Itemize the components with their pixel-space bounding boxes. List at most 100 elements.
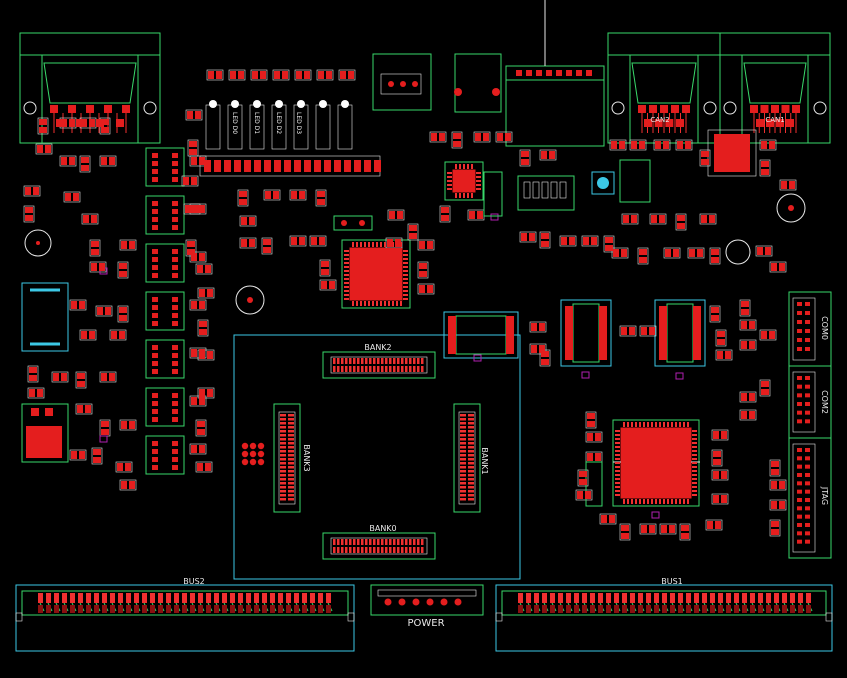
pad [172,225,178,230]
ball [349,547,352,553]
pad [673,249,679,257]
ball [397,366,400,372]
ball [413,358,416,364]
pad [701,215,707,223]
bank0-connector [322,532,436,560]
pad [781,181,787,189]
pad [31,408,39,416]
bus-pin [294,605,299,613]
header-pin [805,489,810,494]
pad [711,249,719,255]
db9-can1 [719,32,831,56]
ball [421,539,424,545]
passive-chip [603,235,615,253]
qfp-lead [476,188,481,190]
qfp-small [444,161,484,201]
header-pin [805,473,810,477]
qfp-lead [459,193,461,198]
passive-chip [705,519,723,531]
resistor-pad [374,160,381,172]
pad [541,233,549,239]
pad [521,151,529,157]
passive-chip [769,261,787,273]
pad [761,381,769,387]
pad [419,285,425,293]
passive-chip [195,419,207,437]
fpga-keepout [233,334,521,580]
usb-pin [400,81,406,87]
pad [586,70,592,76]
header-pin [797,393,802,398]
ball [365,358,368,364]
ball [405,358,408,364]
ball [413,366,416,372]
bus-pin [790,605,795,613]
qfp-lead [380,301,382,306]
qfp-lead [692,454,697,456]
passive-chip [637,247,649,265]
ball [405,539,408,545]
ball [468,482,474,485]
pad [152,401,158,406]
resistor-pad [254,160,261,172]
pad [207,351,213,359]
pad [583,237,589,245]
header-pin [797,448,802,452]
pad [419,263,427,269]
crystal-pin [359,220,365,226]
qfp-lead [344,266,349,268]
qfp-lead [344,254,349,256]
passive-chip [109,329,127,341]
bus-pin [742,593,747,603]
pad [681,533,689,539]
lcd-connector-top [505,65,605,81]
pad [172,161,178,166]
dip-lever [541,181,549,199]
pad [750,105,758,113]
ball [369,358,372,364]
pad [199,289,205,297]
pad [299,191,305,199]
ball [357,539,360,545]
ball [369,539,372,545]
pad [631,215,637,223]
qfp-lead [615,458,620,460]
bus-pin [638,593,643,603]
qfp-lead [368,242,370,247]
dip-lever [559,181,567,199]
pad [109,157,115,165]
passive-chip [739,299,751,317]
ball [393,358,396,364]
ball [280,414,286,417]
pad [172,345,178,350]
pad [639,141,645,149]
qfp-lead [615,490,620,492]
passive-chip [711,429,729,441]
ball [421,358,424,364]
bus-pin [286,593,291,603]
reset-button [591,171,615,195]
ball [280,494,286,497]
pad [172,369,178,374]
led-outline [315,104,331,150]
component-pads [23,70,827,613]
header-pin [805,514,810,519]
header-pin [805,329,810,333]
db9-left-shell [43,62,137,104]
pad [623,215,629,223]
passive-chip [59,155,77,167]
passive-chip [621,213,639,225]
qfp-lead [403,274,408,276]
ball [401,539,404,545]
ball [460,438,466,441]
qfp-lead [455,164,457,169]
bus-pin [662,593,667,603]
header-pin [797,506,802,511]
passive-chip [663,247,681,259]
pad [119,271,127,277]
passive-chip [79,155,91,173]
pad [116,119,124,127]
ball [288,442,294,445]
qfp-lead [663,499,665,504]
passive-chip [95,305,113,317]
